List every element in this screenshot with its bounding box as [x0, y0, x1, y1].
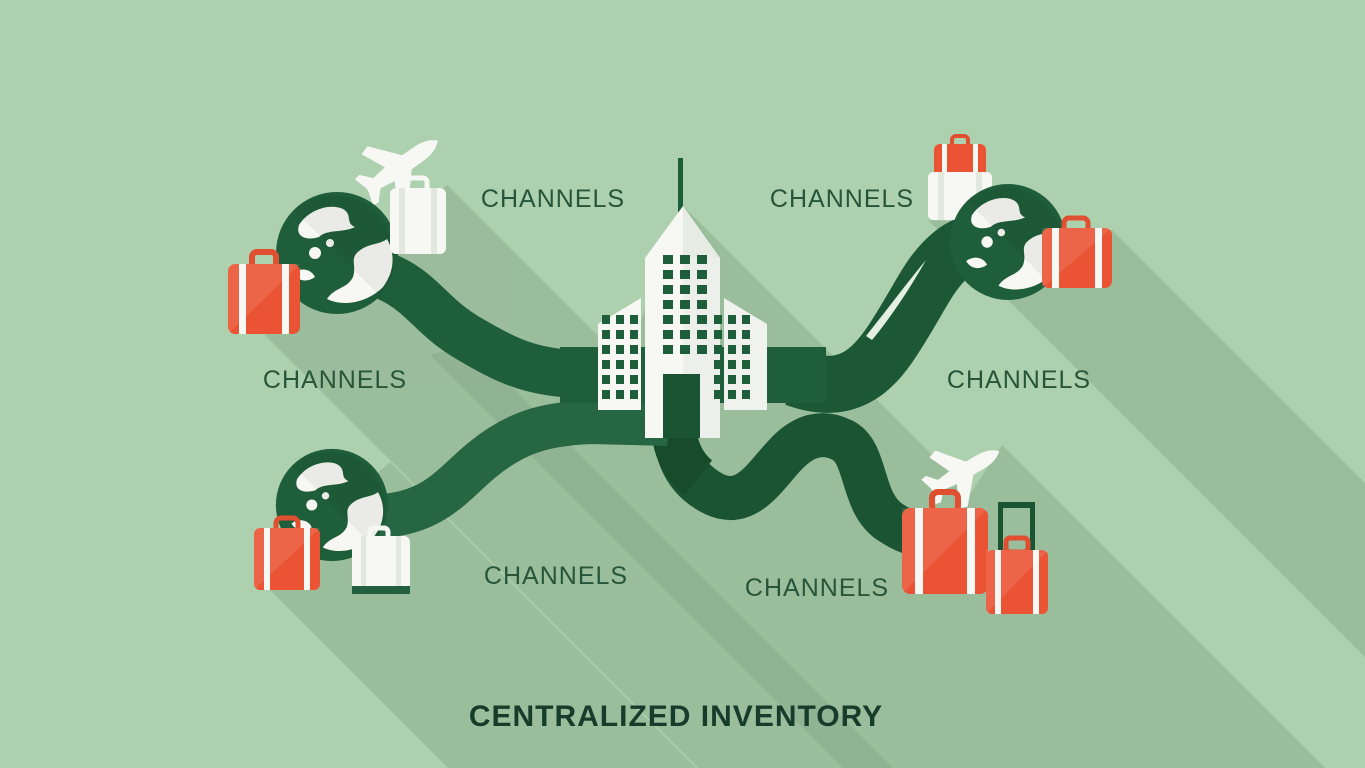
path-bottom-left: [348, 399, 669, 539]
channels-label-top-right: CHANNELS: [770, 185, 914, 213]
suitcase-icon: [228, 249, 300, 334]
suitcase-icon: [390, 175, 446, 254]
channels-label-middle-right: CHANNELS: [947, 366, 1091, 394]
building-main-windows: [663, 255, 707, 354]
trolley-suitcase-icon: [986, 502, 1048, 614]
shadow-top-right-cluster: [928, 220, 1365, 657]
cluster-top-left: [228, 111, 459, 334]
building-roof-shade: [683, 206, 720, 258]
channels-label-bottom-right: CHANNELS: [745, 574, 889, 602]
shadow-bottom-right-cluster: [903, 445, 1325, 768]
path-top-right-sliver: [866, 260, 926, 340]
channel-labels: CHANNELS CHANNELS CHANNELS CHANNELS CHAN…: [263, 185, 1091, 602]
building-spire: [678, 158, 683, 212]
shadow-path: [430, 345, 893, 768]
building-right-windows: [714, 315, 756, 405]
shadow-building: [608, 206, 1245, 768]
suitcase-icon: [254, 515, 320, 590]
suitcase-icon: [1042, 215, 1112, 288]
suitcase-icon: [902, 489, 988, 594]
cluster-top-right: [928, 134, 1112, 300]
cluster-bottom-right: [902, 423, 1048, 614]
duffel-bag-icon: [934, 134, 986, 180]
building-icon: [598, 158, 767, 438]
path-top-left: [343, 242, 660, 398]
building-left-windows: [602, 315, 642, 405]
building-door: [663, 374, 700, 438]
page-title: CENTRALIZED INVENTORY: [469, 700, 883, 733]
channels-label-bottom-left: CHANNELS: [484, 562, 628, 590]
channels-label-middle-left: CHANNELS: [263, 366, 407, 394]
path-bottom-right: [652, 395, 966, 562]
suitcase-icon: [352, 525, 410, 594]
channels-label-top-left: CHANNELS: [481, 185, 625, 213]
cluster-bottom-left: [254, 448, 410, 594]
